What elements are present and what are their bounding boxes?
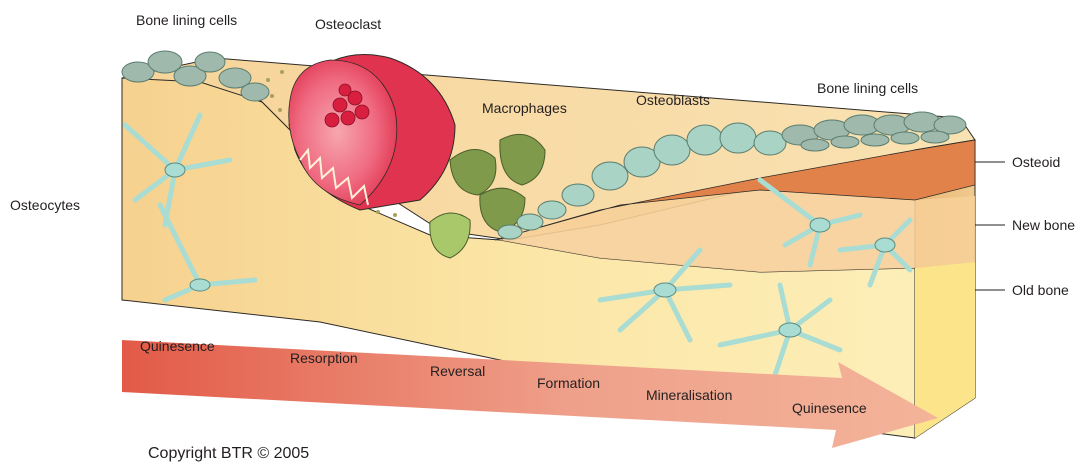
- osteocyte: [165, 163, 185, 177]
- label-macrophages: Macrophages: [482, 100, 567, 116]
- stage-label: Mineralisation: [646, 387, 732, 403]
- osteocyte: [810, 218, 830, 232]
- stage-label: Formation: [537, 375, 600, 391]
- osteocyte: [190, 279, 210, 291]
- osteoblast: [538, 201, 566, 219]
- osteoblast: [562, 184, 594, 206]
- label-leader-lines: [975, 162, 1005, 290]
- label-old-bone: Old bone: [1012, 282, 1069, 298]
- label-osteocytes: Osteocytes: [10, 197, 80, 213]
- osteoblast: [720, 123, 756, 153]
- copyright-text: Copyright BTR © 2005: [148, 445, 309, 463]
- osteocyte: [875, 238, 895, 252]
- stage-label: Quinesence: [792, 400, 867, 416]
- label-new-bone: New bone: [1012, 217, 1075, 233]
- label-osteoid: Osteoid: [1012, 154, 1060, 170]
- stage-label: Reversal: [430, 363, 485, 379]
- osteoblast: [498, 225, 522, 239]
- osteocyte: [654, 283, 676, 297]
- osteocyte: [779, 323, 801, 337]
- osteoblast: [592, 162, 628, 190]
- osteoblast: [687, 125, 723, 155]
- stage-label: Resorption: [290, 350, 358, 366]
- stage-label: Quinesence: [140, 338, 215, 354]
- label-bone-lining-cells-right: Bone lining cells: [817, 80, 918, 96]
- label-bone-lining-cells-left: Bone lining cells: [136, 12, 237, 28]
- osteoblast: [754, 131, 786, 155]
- label-osteoblasts: Osteoblasts: [636, 92, 710, 108]
- label-osteoclast: Osteoclast: [315, 16, 381, 32]
- osteoblast: [517, 214, 543, 230]
- osteoblast: [654, 135, 690, 165]
